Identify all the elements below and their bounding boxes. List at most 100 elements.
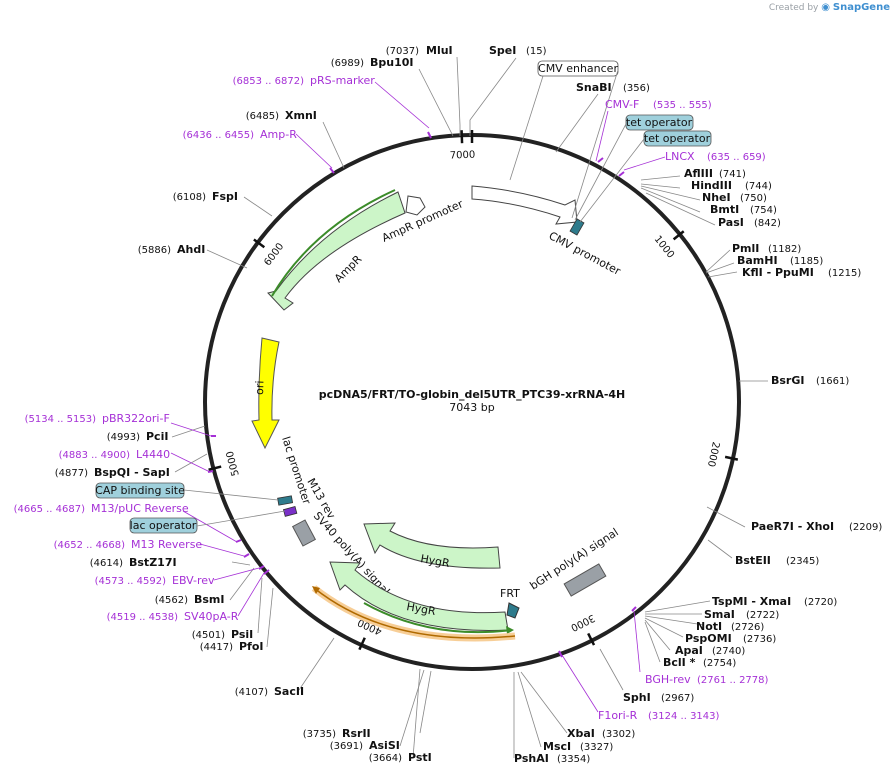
tick-mark [587,632,596,646]
site-labels: (7037) MluI SpeI (15) (6989) Bpu10I SnaB… [55,44,883,765]
primer-prs-marker[interactable]: pRS-marker [310,74,375,87]
site-asisi-pos: (3691) [330,741,363,752]
site-noti-pos: (2726) [731,622,764,633]
site-pspomi-pos: (2736) [743,634,776,645]
site-bstz17i[interactable]: BstZ17I [129,556,177,569]
primer-f1ori-r-range: (3124 .. 3143) [648,711,720,722]
site-tspmi-xmai[interactable]: TspMI - XmaI [712,595,791,608]
snapgene-logo: ◉ [821,2,830,13]
primer-cmv-f[interactable]: CMV-F [605,98,639,111]
site-sphi[interactable]: SphI [623,691,651,704]
site-fspi[interactable]: FspI [212,190,238,203]
highlight-region-line [313,587,516,639]
site-bspqi-sapi[interactable]: BspQI - SapI [94,466,170,479]
site-xmni-pos: (6485) [246,111,279,122]
site-bsteii[interactable]: BstEII [735,554,771,567]
site-bsrgi-pos: (1661) [816,376,849,387]
primer-l4440-range: (4883 .. 4900) [59,450,131,461]
site-pshai[interactable]: PshAI [514,752,549,765]
lac-operator-mark[interactable] [282,506,298,517]
site-bsteii-pos: (2345) [786,556,819,567]
box-cap-binding-site[interactable]: CAP binding site [95,482,185,499]
box-label: CMV enhancer [538,62,618,75]
site-msci-pos: (3327) [580,742,613,753]
primer-m13-puc-reverse-range: (4665 .. 4687) [14,504,86,515]
primer-ebv-rev[interactable]: EBV-rev [172,574,215,587]
site-pasi-pos: (842) [754,218,781,229]
feature-frt[interactable]: FRT [500,587,520,619]
primer-pbr322ori-f[interactable]: pBR322ori-F [102,412,170,425]
primer-bgh-rev[interactable]: BGH-rev [645,673,691,686]
box-cmv-enhancer[interactable]: CMV enhancer [537,60,618,77]
site-rsrii[interactable]: RsrII [342,727,371,740]
site-bsmi[interactable]: BsmI [194,593,225,606]
site-psii[interactable]: PsiI [231,628,253,641]
site-spei[interactable]: SpeI [489,44,516,57]
box-lac-operator[interactable]: lac operator [129,517,198,534]
site-ahdi[interactable]: AhdI [177,243,205,256]
feature-label: HygR [419,552,451,570]
box-label: CAP binding site [95,484,185,497]
box-tet-operator-2[interactable]: tet operator [643,130,712,147]
site-bpu10i[interactable]: Bpu10I [370,56,414,69]
site-xmni[interactable]: XmnI [285,109,317,122]
site-hindiii[interactable]: HindIII [691,179,732,192]
site-bcli-pos: (2754) [703,658,736,669]
site-fspi-pos: (6108) [173,192,206,203]
primer-sv40pa-r[interactable]: SV40pA-R [184,610,239,623]
site-smai[interactable]: SmaI [704,608,735,621]
tick-mark [358,637,366,651]
primer-ebv-rev-range: (4573 .. 4592) [95,576,167,587]
primer-f1ori-r[interactable]: F1ori-R [598,709,638,722]
plasmid-name: pcDNA5/FRT/TO-globin_del5UTR_PTC39-xrRNA… [319,388,626,401]
box-tet-operator-1[interactable]: tet operator [625,114,694,131]
site-psti[interactable]: PstI [408,751,432,764]
site-apai[interactable]: ApaI [675,644,703,657]
site-asisi[interactable]: AsiSI [369,739,400,752]
primer-lncx[interactable]: LNCX [665,150,695,163]
site-bsrgi[interactable]: BsrGI [771,374,804,387]
feature-cmv-promoter[interactable]: CMV promoter [471,185,623,278]
site-xbai[interactable]: XbaI [567,727,595,740]
site-bamhi-pos: (1185) [790,256,823,267]
tick-label: 1000 [652,234,677,261]
cap-site-mark[interactable] [277,495,294,506]
tick-mark [672,230,685,241]
primer-amp-r[interactable]: Amp-R [260,128,297,141]
primer-l4440[interactable]: L4440 [136,448,170,461]
site-paer7i-xhoi[interactable]: PaeR7I - XhoI [751,520,834,533]
site-kfli-ppumi[interactable]: KflI - PpuMI [742,266,814,279]
site-sacii[interactable]: SacII [274,685,304,698]
primer-pbr322ori-f-range: (5134 .. 5153) [25,414,97,425]
site-nhei[interactable]: NheI [702,191,731,204]
feature-hygr-1[interactable]: HygR [363,522,501,570]
site-snabi-pos: (356) [623,83,650,94]
site-pshai-pos: (3354) [557,754,590,765]
primer-m13-reverse[interactable]: M13 Reverse [131,538,202,551]
site-bamhi[interactable]: BamHI [737,254,778,267]
feature-bgh-polya[interactable]: bGH poly(A) signal [528,526,621,597]
site-kfli-ppumi-pos: (1215) [828,268,861,279]
site-nhei-pos: (750) [740,193,767,204]
site-pcii[interactable]: PciI [146,430,168,443]
site-bspqi-sapi-pos: (4877) [55,468,88,479]
site-psii-pos: (4501) [192,630,225,641]
site-bmti[interactable]: BmtI [710,203,739,216]
site-pfoi[interactable]: PfoI [239,640,264,653]
feature-ori[interactable]: ori [251,337,280,450]
site-pasi[interactable]: PasI [718,216,744,229]
site-pmli[interactable]: PmlI [732,242,759,255]
site-msci[interactable]: MscI [543,740,571,753]
primer-m13-puc-reverse[interactable]: M13/pUC Reverse [91,502,189,515]
site-bcli[interactable]: BclI * [663,656,696,669]
site-snabi[interactable]: SnaBI [576,81,612,94]
site-spei-pos: (15) [526,46,547,57]
site-mlui[interactable]: MluI [426,44,453,57]
feature-label: lac promoter [279,435,313,506]
site-psti-pos: (3664) [369,753,402,764]
feature-hygr-2[interactable]: HygR [329,561,514,634]
feature-lac-promoter: lac promoter [279,435,313,506]
site-noti[interactable]: NotI [696,620,722,633]
site-afliii[interactable]: AflIII [684,167,713,180]
site-pspomi[interactable]: PspOMI [685,632,732,645]
